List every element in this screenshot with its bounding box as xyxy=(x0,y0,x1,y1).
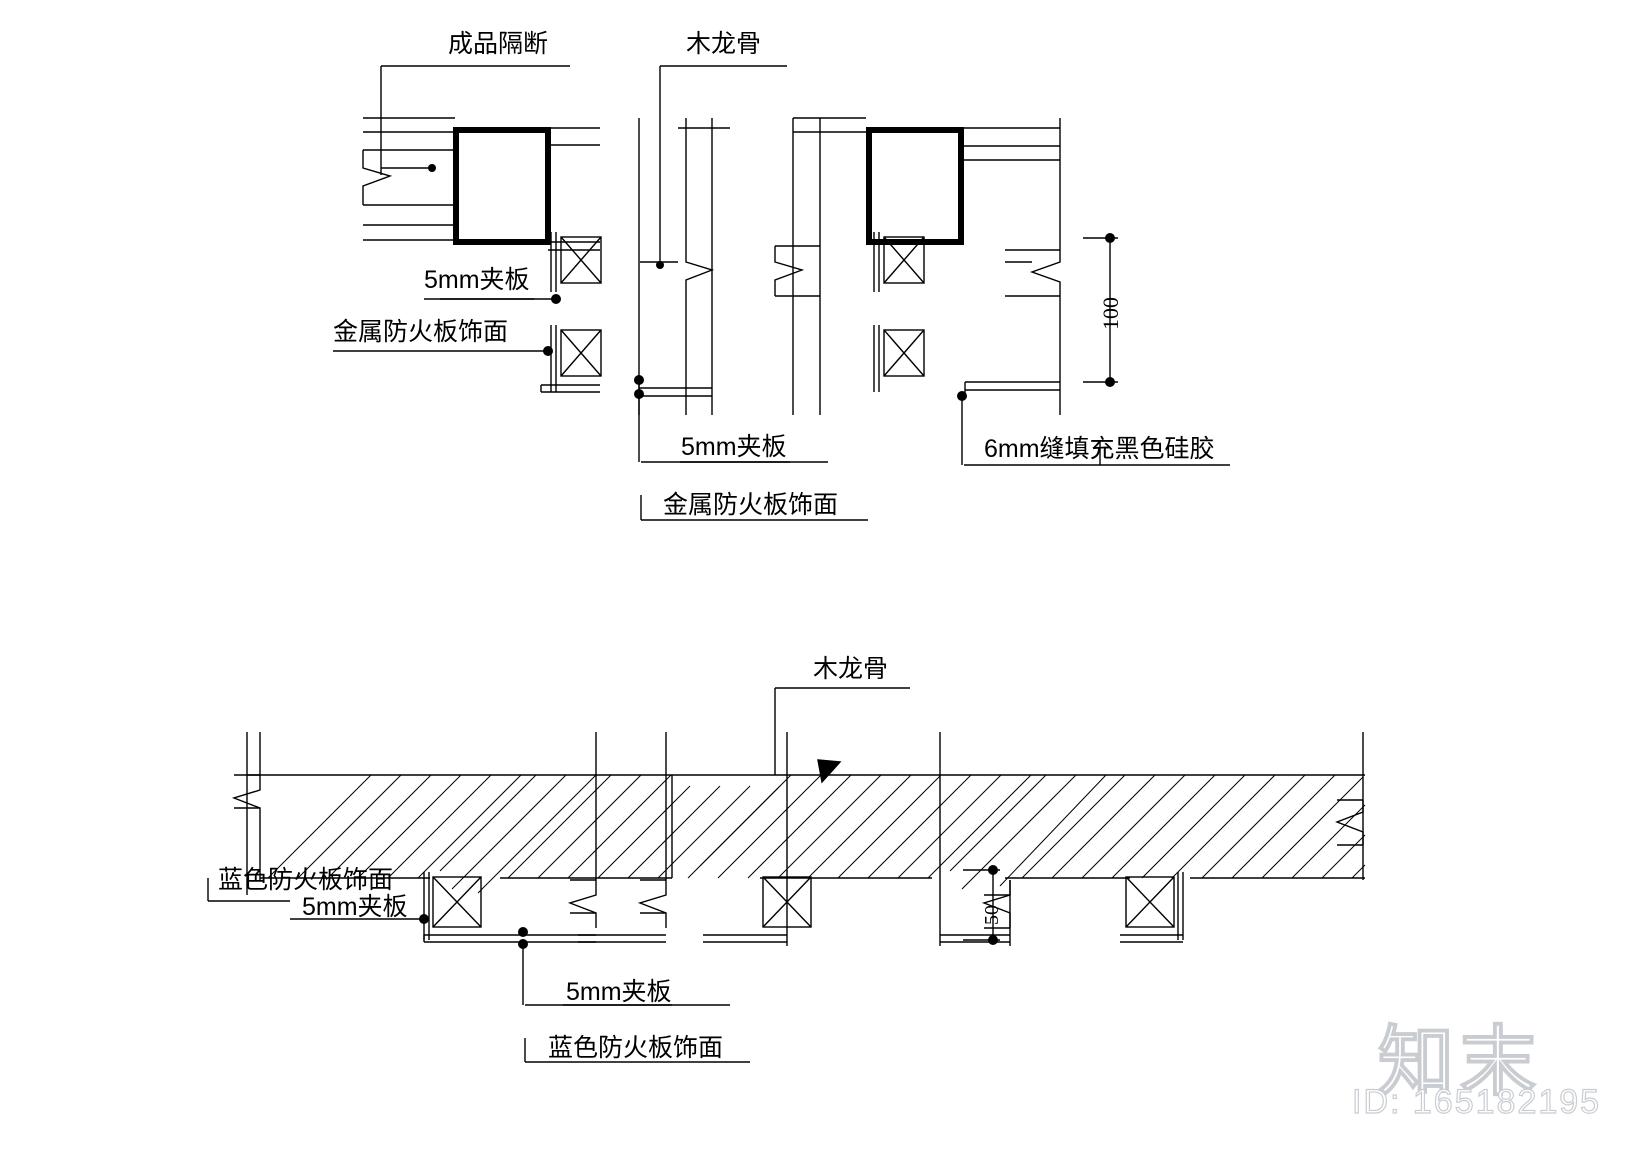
leader-silicone xyxy=(957,391,1230,466)
keel-box-right-lower xyxy=(873,325,925,392)
label-blue-fireproof-panel-left: 蓝色防火板饰面 xyxy=(218,866,394,894)
keel-box-left-lower xyxy=(540,325,602,393)
bottom-left-wall xyxy=(231,732,261,895)
leader-plywood-bottom-left xyxy=(290,914,429,924)
leader-plywood-bottom xyxy=(518,927,730,1006)
leader-plywood-left xyxy=(424,294,561,304)
dimension-label-50: 50 xyxy=(981,905,1003,925)
leader-wood-keel-top xyxy=(656,65,787,269)
label-plywood-5mm-left: 5mm夹板 xyxy=(424,266,530,294)
bottom-panel-lines xyxy=(423,934,1183,943)
label-wood-keel-top: 木龙骨 xyxy=(686,30,762,58)
leader-metal-panel-center xyxy=(640,495,868,521)
slab-hatching xyxy=(267,774,1366,894)
leader-blue-panel-left xyxy=(207,878,290,902)
label-metal-fireproof-panel-left: 金属防火板饰面 xyxy=(333,318,509,346)
label-plywood-5mm-left-bottom: 5mm夹板 xyxy=(302,893,408,921)
label-plywood-5mm-bottom: 5mm夹板 xyxy=(566,978,672,1006)
leader-plywood-center xyxy=(634,375,828,463)
label-wood-keel-bottom: 木龙骨 xyxy=(813,655,889,683)
prefab-partition-box xyxy=(453,127,551,245)
left-wall-assembly xyxy=(362,117,455,241)
label-silicone-joint: 6mm缝填充黑色硅胶 xyxy=(984,435,1215,463)
keel-box-right-upper xyxy=(873,232,925,292)
leader-blue-panel-bottom xyxy=(524,1038,750,1063)
dimension-100 xyxy=(1083,233,1118,387)
dimension-label-100: 100 xyxy=(1098,297,1123,330)
leader-wood-keel-bottom xyxy=(774,687,910,784)
watermark-id: ID: 165182195 xyxy=(1351,1082,1602,1121)
left-panel-lines xyxy=(548,127,600,251)
label-prefab-partition: 成品隔断 xyxy=(448,30,549,58)
watermark-logo: 知末 xyxy=(1377,1019,1542,1106)
label-metal-fireproof-panel-center: 金属防火板饰面 xyxy=(663,491,839,519)
label-blue-fireproof-panel-bottom: 蓝色防火板饰面 xyxy=(548,1034,724,1062)
prefab-partition-box-right xyxy=(866,127,964,245)
leader-metal-panel-left xyxy=(333,346,553,356)
keel-box-left-upper xyxy=(550,232,602,292)
right-wall-assembly xyxy=(964,118,1061,415)
right-panel-lines xyxy=(866,127,1060,161)
ceiling-slab xyxy=(247,774,1365,879)
leader-prefab-partition xyxy=(380,65,570,175)
center-assembly-1 xyxy=(638,118,730,415)
dimension-50 xyxy=(963,865,1000,945)
center-assembly-2 xyxy=(774,117,866,415)
bottom-keel-box-2 xyxy=(762,876,812,928)
bottom-keel-box-3 xyxy=(1125,872,1184,940)
bottom-keel-box-1 xyxy=(423,872,482,940)
label-plywood-5mm-center: 5mm夹板 xyxy=(681,433,787,461)
